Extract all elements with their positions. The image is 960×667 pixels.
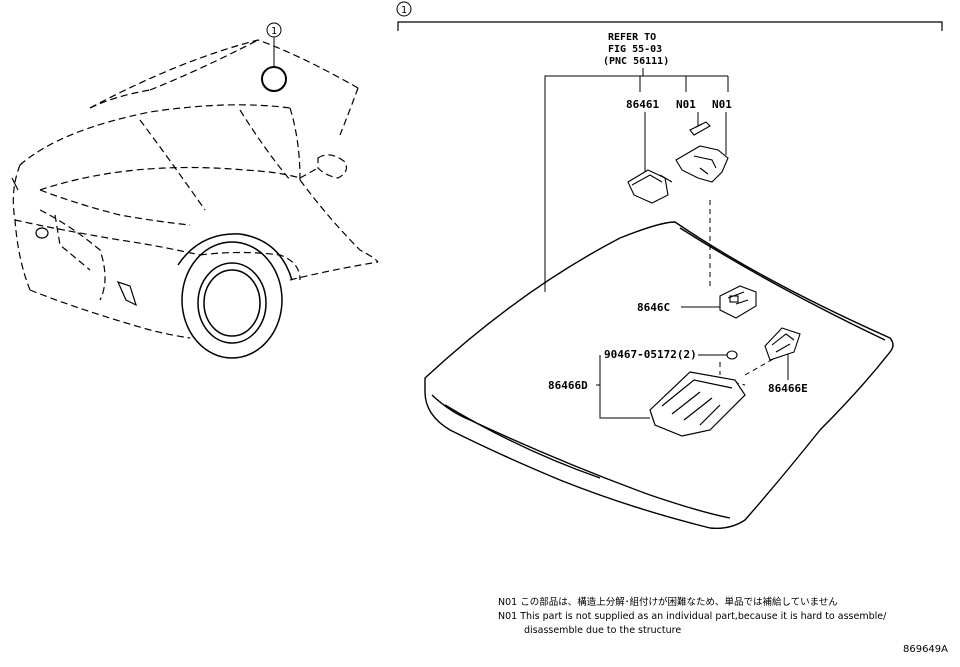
refer-to-line3: (PNC 56111) [603, 56, 669, 67]
figure-id: 869649A [902, 644, 948, 655]
vehicle-wheel [177, 233, 293, 359]
part-90467-screw [726, 350, 738, 360]
part-label-90467: 90467-05172(2) [604, 348, 697, 361]
part-label-86466d: 86466D [548, 379, 588, 392]
windshield-glass [424, 221, 894, 530]
part-label-n01-b: N01 [712, 98, 732, 111]
callout-badge-vehicle [266, 22, 282, 38]
note-n01-english-line2: disassemble due to the structure [524, 625, 682, 636]
leader-lines [544, 68, 789, 419]
note-n01-japanese: N01 この部品は、構造上分解･組付けが困難なため、単品では補給していません [498, 597, 838, 608]
camera-location-marker [261, 66, 287, 92]
callout-number-assembly: 1 [401, 5, 407, 16]
part-n01-bracket [675, 145, 729, 183]
callout-number-vehicle: 1 [271, 26, 277, 37]
part-86461-cover [627, 169, 673, 204]
part-label-8646c: 8646C [637, 301, 670, 314]
refer-to-line1: REFER TO [608, 32, 656, 43]
part-86466d-housing [649, 371, 746, 437]
part-n01-clip [689, 121, 711, 136]
part-86466e-bracket [764, 327, 801, 361]
refer-to-line2: FIG 55-03 [608, 44, 662, 55]
part-label-n01-a: N01 [676, 98, 696, 111]
part-label-86461: 86461 [626, 98, 659, 111]
vehicle-detail-marks [11, 177, 137, 307]
note-n01-english-line1: N01 This part is not supplied as an indi… [498, 611, 887, 622]
assembly-callout: 1 [396, 1, 412, 17]
part-label-86466e: 86466E [768, 382, 808, 395]
vehicle-illustration [12, 39, 379, 339]
part-8646c-module [719, 285, 757, 319]
vehicle-callout: 1 [261, 22, 287, 92]
assembly-bracket [397, 21, 943, 31]
